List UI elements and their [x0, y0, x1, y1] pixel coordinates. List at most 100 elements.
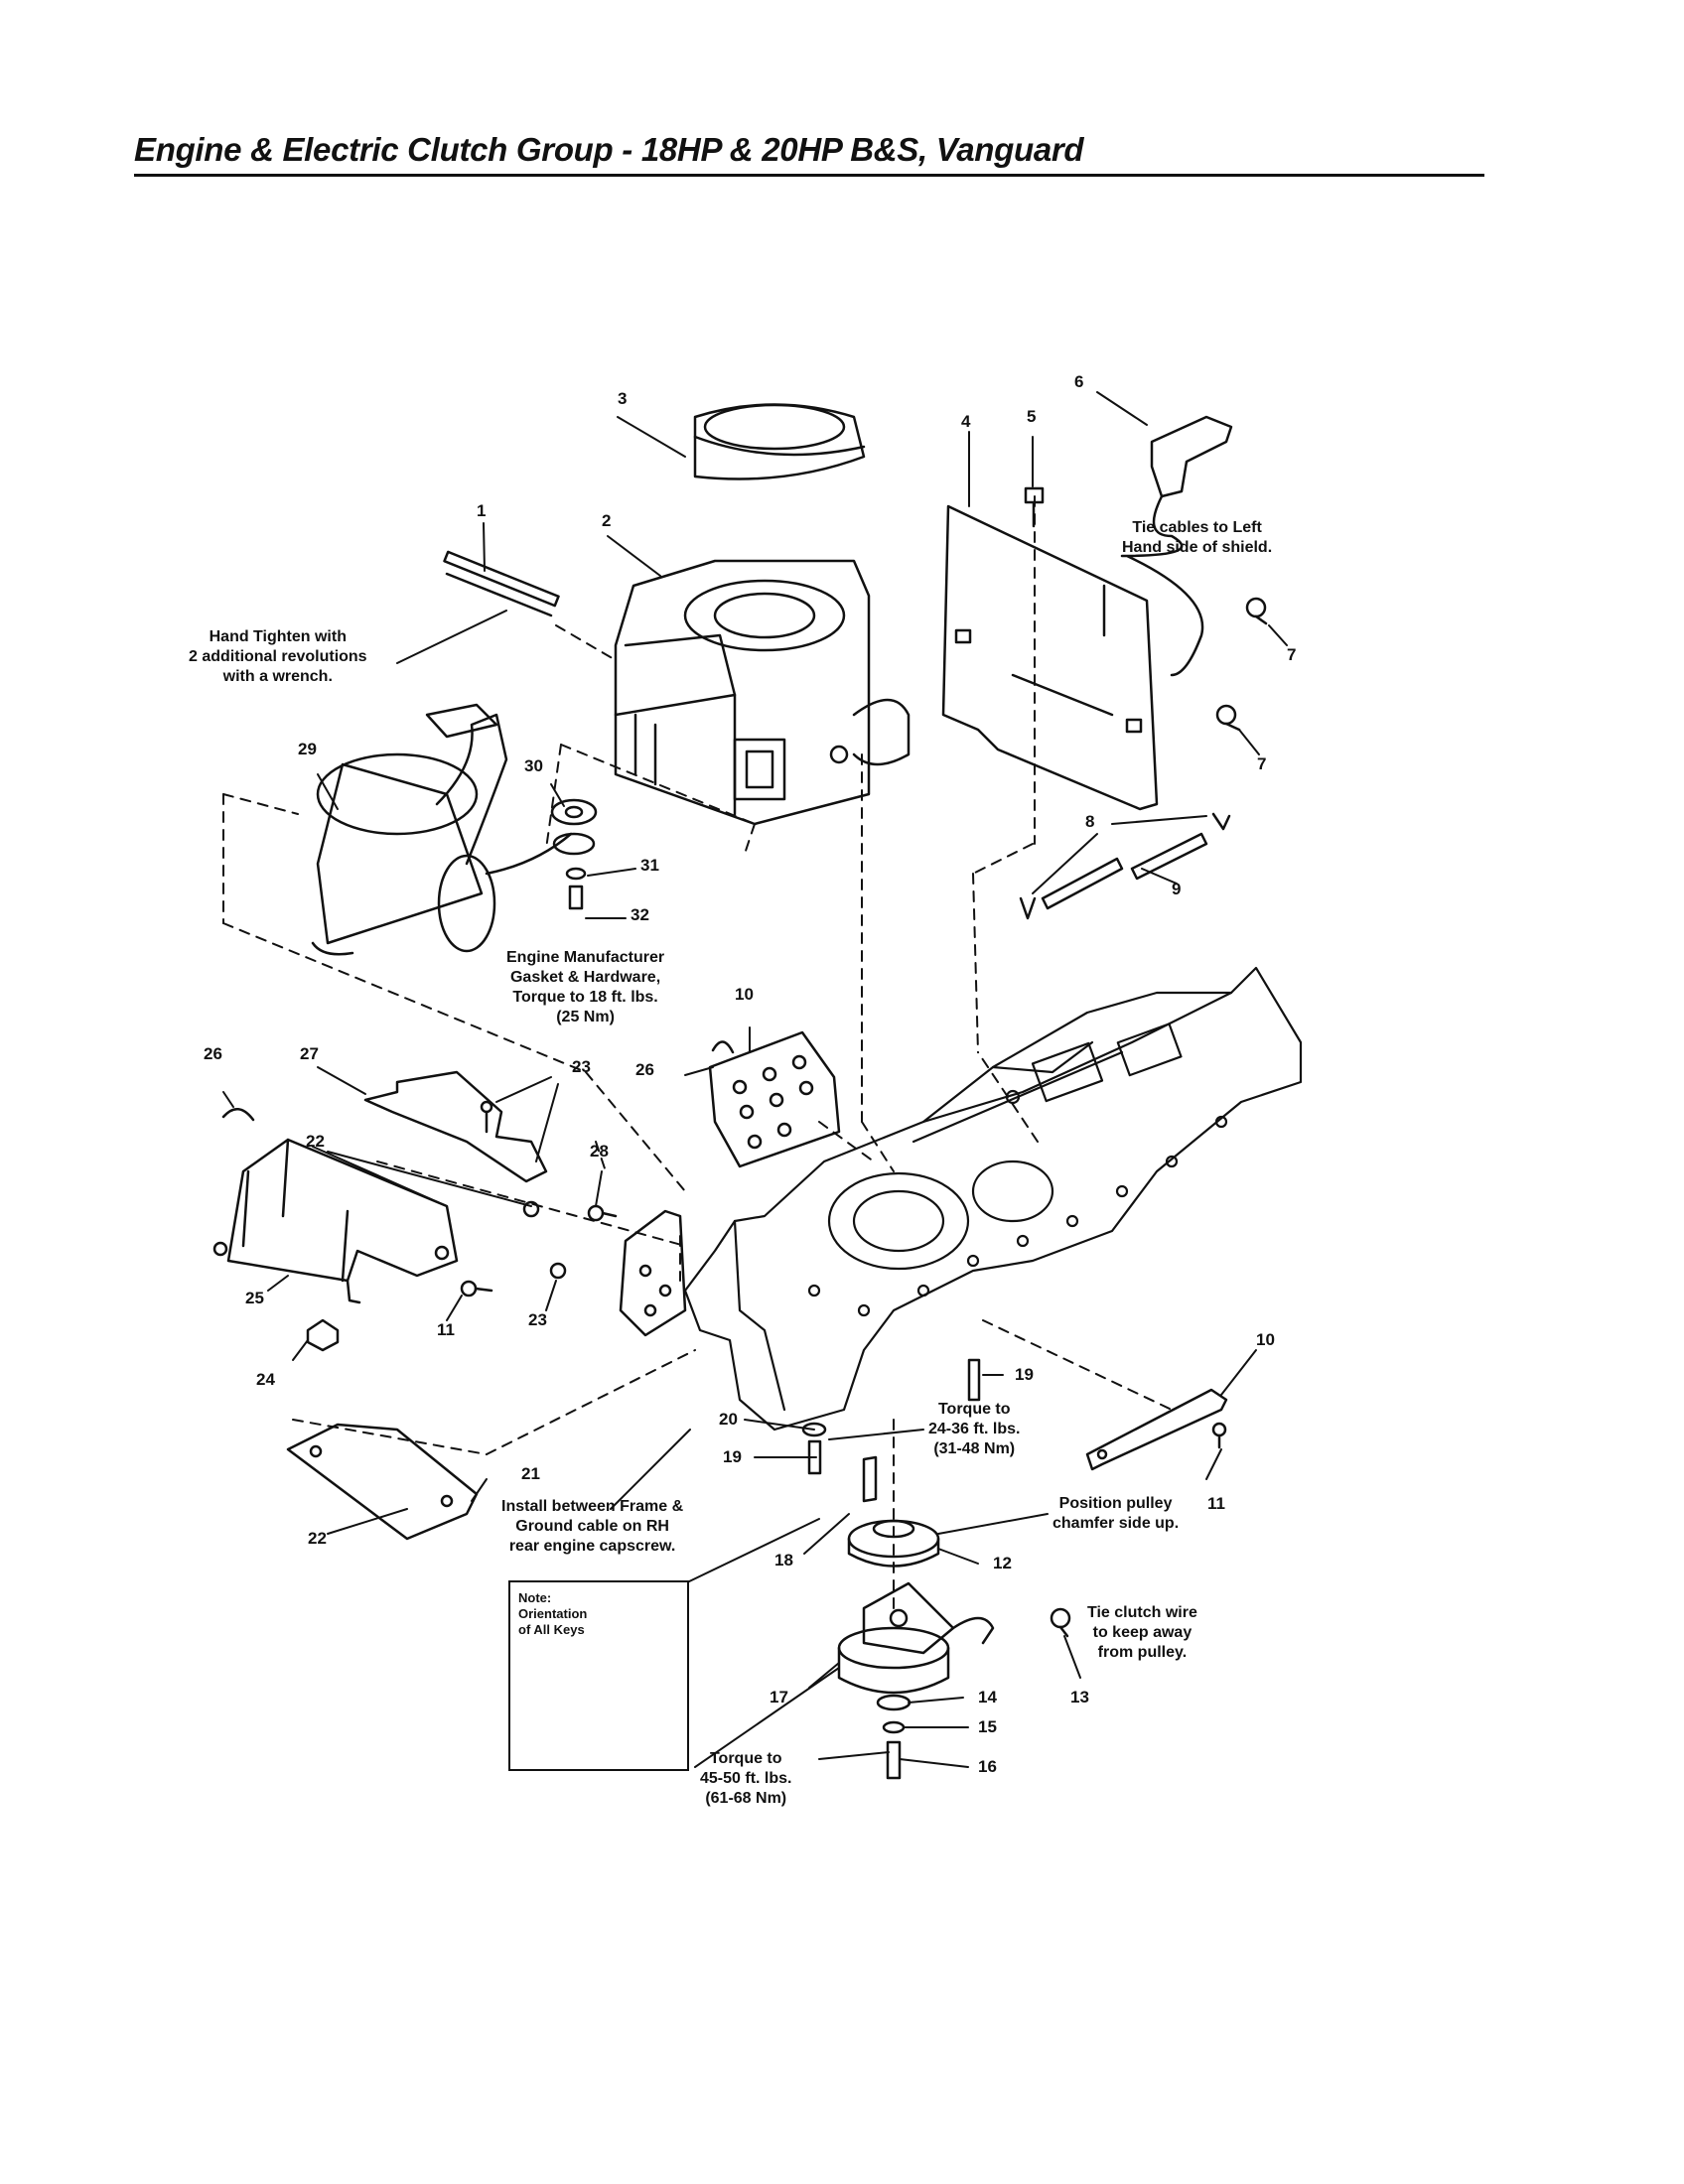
part-label-9: 9	[1172, 880, 1182, 898]
part-label-31: 31	[640, 856, 659, 875]
clutch-part-17	[837, 1581, 995, 1695]
part-label-20: 20	[719, 1410, 738, 1429]
note-torque-45-50: Torque to 45-50 ft. lbs. (61-68 Nm)	[700, 1749, 791, 1809]
note-hand-tighten-line-1: Hand Tighten with	[209, 628, 347, 645]
part-label-32: 32	[631, 905, 649, 924]
part-label-26b: 26	[635, 1060, 654, 1079]
part-label-24: 24	[256, 1370, 275, 1389]
part-label-10b: 10	[1256, 1330, 1275, 1349]
part-label-29: 29	[298, 740, 317, 758]
part-label-1: 1	[477, 501, 487, 520]
page-title: Engine & Electric Clutch Group - 18HP & …	[134, 131, 1084, 168]
part-label-15: 15	[978, 1717, 997, 1736]
note-tie-cables-line-1: Tie cables to Left	[1132, 519, 1262, 536]
washer-part-20	[801, 1422, 827, 1437]
bolt-part-19a	[967, 1358, 981, 1402]
part-label-13: 13	[1070, 1688, 1089, 1706]
note-tie-clutch-line-3: from pulley.	[1097, 1644, 1188, 1661]
clip-part-7a	[1245, 597, 1268, 625]
sleeve-part-9	[1041, 832, 1208, 910]
part-label-28: 28	[590, 1142, 609, 1160]
note-torque-45-50-line-2: 45-50 ft. lbs.	[700, 1770, 792, 1787]
keys-orientation-note: Note: Orientation of All Keys	[518, 1590, 587, 1638]
note-torque-24-36: Torque to 24-36 ft. lbs. (31-48 Nm)	[928, 1400, 1020, 1459]
keys-note-line-3: of All Keys	[518, 1622, 585, 1637]
note-hand-tighten-line-2: 2 additional revolutions	[189, 648, 367, 665]
note-tie-clutch: Tie clutch wire to keep away from pulley…	[1087, 1603, 1197, 1663]
screw-part-32	[568, 885, 584, 910]
guard-part-21	[286, 1423, 479, 1541]
part-label-11a: 11	[437, 1320, 455, 1339]
screw-part-23b	[549, 1262, 567, 1280]
note-torque-24-36-line-3: (31-48 Nm)	[933, 1440, 1016, 1457]
part-label-10a: 10	[735, 985, 754, 1004]
note-engine-gasket-line-3: Torque to 18 ft. lbs.	[512, 989, 658, 1006]
part-label-17: 17	[770, 1688, 788, 1706]
note-hand-tighten: Hand Tighten with 2 additional revolutio…	[189, 627, 367, 687]
washer-part-15	[882, 1720, 906, 1734]
keys-note-line-2: Orientation	[518, 1606, 588, 1621]
side-plate-part-28	[619, 1209, 687, 1337]
bolt-part-16	[886, 1740, 902, 1780]
part-label-6: 6	[1074, 372, 1084, 391]
note-tie-clutch-line-1: Tie clutch wire	[1087, 1604, 1197, 1621]
part-label-22b: 22	[308, 1529, 327, 1548]
note-torque-24-36-line-2: 24-36 ft. lbs.	[928, 1421, 1021, 1437]
muffler-part-29	[311, 703, 573, 956]
gasket-part-30	[550, 798, 598, 856]
nut-part-24	[306, 1318, 340, 1352]
note-engine-gasket-line-2: Gasket & Hardware,	[509, 969, 661, 986]
frame-assembly	[683, 966, 1303, 1432]
pulley-part-12	[847, 1519, 940, 1568]
note-engine-gasket: Engine Manufacturer Gasket & Hardware, T…	[506, 948, 664, 1027]
stud-part-1	[443, 550, 560, 617]
note-position-pulley: Position pulley chamfer side up.	[1052, 1494, 1179, 1534]
bracket-part-27	[363, 1070, 548, 1183]
part-label-27: 27	[300, 1044, 319, 1063]
washer-part-31	[565, 867, 587, 881]
screw-part-23a	[480, 1100, 493, 1134]
part-label-11b: 11	[1207, 1494, 1225, 1513]
part-label-25: 25	[245, 1289, 264, 1307]
screw-part-28	[587, 1204, 618, 1222]
part-label-7b: 7	[1257, 754, 1267, 773]
note-position-pulley-line-1: Position pulley	[1058, 1495, 1173, 1512]
part-label-18: 18	[774, 1551, 793, 1570]
note-install-between-line-2: Ground cable on RH	[515, 1518, 669, 1535]
note-install-between-line-3: rear engine capscrew.	[508, 1538, 676, 1555]
note-position-pulley-line-2: chamfer side up.	[1052, 1515, 1180, 1532]
note-tie-clutch-line-2: to keep away	[1092, 1624, 1193, 1641]
screw-part-11a	[460, 1280, 493, 1297]
shield-part-4	[941, 504, 1159, 811]
note-install-between-line-1: Install between Frame &	[501, 1498, 684, 1515]
heat-shield-part-10a	[708, 1030, 841, 1168]
engine-part-2	[614, 559, 911, 826]
part-label-12: 12	[993, 1554, 1012, 1572]
part-label-26a: 26	[204, 1044, 222, 1063]
screw-part-11b	[1211, 1422, 1227, 1449]
keys-note-line-1: Note:	[518, 1590, 552, 1605]
part-label-30: 30	[524, 756, 543, 775]
part-label-19a: 19	[1015, 1365, 1034, 1384]
part-label-5: 5	[1027, 407, 1037, 426]
note-tie-cables-line-2: Hand side of shield.	[1122, 539, 1273, 556]
shroud-part-25	[212, 1138, 459, 1304]
assembly-dash-lines	[222, 495, 1173, 1609]
bolt-part-5	[1024, 486, 1045, 528]
part-label-4: 4	[961, 412, 971, 431]
part-label-14: 14	[978, 1688, 997, 1706]
switch-part-6	[1120, 415, 1233, 677]
keys-orientation-box: Note: Orientation of All Keys	[508, 1580, 689, 1771]
note-install-between: Install between Frame & Ground cable on …	[501, 1497, 683, 1557]
part-label-16: 16	[978, 1757, 997, 1776]
part-label-7a: 7	[1287, 645, 1297, 664]
note-torque-24-36-line-1: Torque to	[937, 1401, 1011, 1418]
ground-cable-part-26b	[221, 1108, 255, 1122]
note-engine-gasket-line-4: (25 Nm)	[556, 1009, 615, 1025]
clip-part-7b	[1215, 704, 1241, 732]
note-tie-cables: Tie cables to Left Hand side of shield.	[1122, 518, 1272, 558]
heat-shield-part-10b	[1085, 1388, 1228, 1471]
part-label-19b: 19	[723, 1447, 742, 1466]
title-rule	[134, 174, 1484, 177]
part-label-22a: 22	[306, 1132, 325, 1151]
